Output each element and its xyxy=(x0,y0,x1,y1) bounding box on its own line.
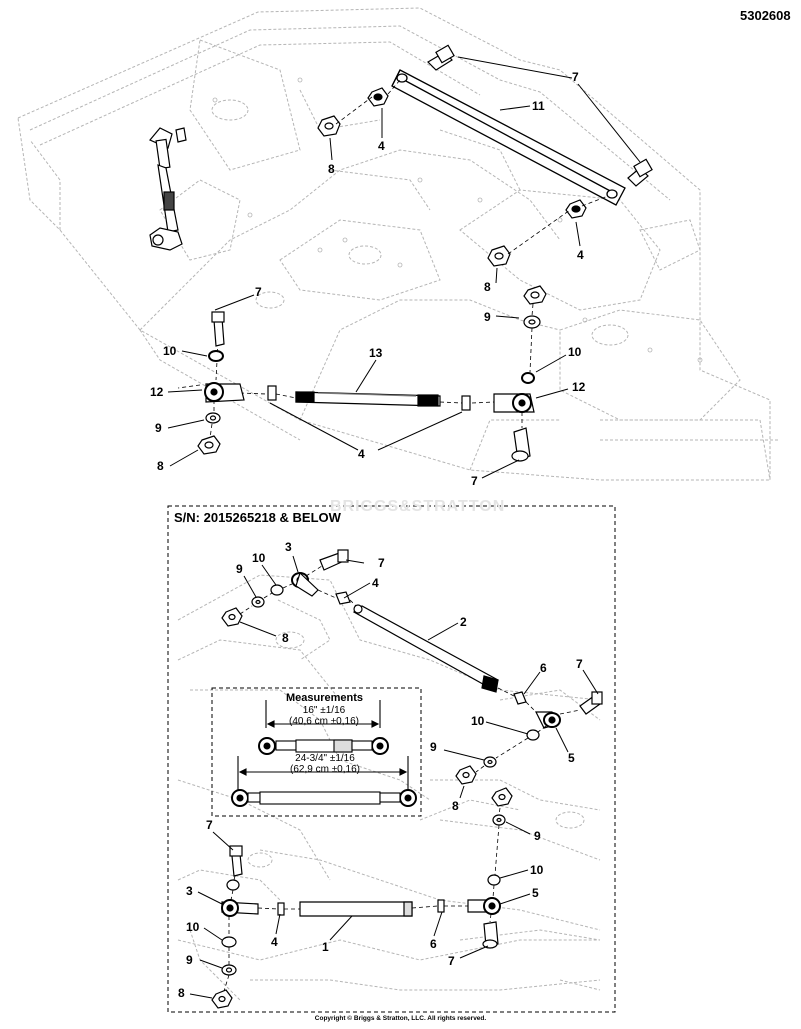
bolts-part-7-top xyxy=(427,44,653,187)
callout-8: 8 xyxy=(484,280,491,294)
measurement-long-metric: (62,9 cm ±0,16) xyxy=(290,764,360,775)
callout-2: 2 xyxy=(460,615,467,629)
callout-5: 5 xyxy=(568,751,575,765)
callout-10: 10 xyxy=(252,551,266,565)
assembly-lines-bottom-upper xyxy=(239,565,581,773)
callout-4: 4 xyxy=(378,139,385,153)
callout-4: 4 xyxy=(577,248,584,262)
measurements-frame xyxy=(211,687,422,817)
callout-7: 7 xyxy=(255,285,262,299)
callout-3: 3 xyxy=(285,540,292,554)
callout-7: 7 xyxy=(471,474,478,488)
deck-background-top xyxy=(17,7,780,481)
arm-part-11 xyxy=(391,69,626,206)
assembly-lines-bottom-lower xyxy=(223,807,501,992)
bottom-lower-assembly xyxy=(211,787,513,1009)
watermark-text: BRIGGS&STRATTON xyxy=(330,498,506,515)
callout-7: 7 xyxy=(572,70,579,84)
callout-4: 4 xyxy=(372,576,379,590)
callout-7: 7 xyxy=(576,657,583,671)
callout-9: 9 xyxy=(430,740,437,754)
deck-background-bottom xyxy=(177,574,601,1001)
callout-4: 4 xyxy=(271,935,278,949)
callout-12: 12 xyxy=(150,385,164,399)
callout-9: 9 xyxy=(534,829,541,843)
upper-left-linkage xyxy=(149,127,187,251)
rod-part-13 xyxy=(295,391,441,407)
callout-8: 8 xyxy=(178,986,185,1000)
measurement-rod-short xyxy=(258,700,389,755)
leader-lines-top xyxy=(167,56,641,479)
measurement-long: 24-3/4" ±1/16 (62,9 cm ±0,16) xyxy=(270,753,380,775)
callout-10: 10 xyxy=(568,345,582,359)
right-rod-end-top xyxy=(461,393,535,462)
left-rod-end-top xyxy=(197,311,277,455)
measurement-short: 16" ±1/16 (40,6 cm ±0,16) xyxy=(276,705,372,727)
callout-8: 8 xyxy=(328,162,335,176)
callout-10: 10 xyxy=(471,714,485,728)
callout-9: 9 xyxy=(484,310,491,324)
callout-10: 10 xyxy=(186,920,200,934)
callout-8: 8 xyxy=(157,459,164,473)
callout-12: 12 xyxy=(572,380,586,394)
measurements-title: Measurements xyxy=(286,692,364,704)
callout-8: 8 xyxy=(452,799,459,813)
callout-7: 7 xyxy=(448,954,455,968)
measurement-long-imperial: 24-3/4" ±1/16 xyxy=(295,753,355,764)
document-number: 5302608 xyxy=(740,8,791,23)
callout-9: 9 xyxy=(155,421,162,435)
callout-6: 6 xyxy=(540,661,547,675)
serial-range-label: S/N: 2015265218 & BELOW xyxy=(174,510,341,525)
callout-1: 1 xyxy=(322,940,329,954)
callout-8: 8 xyxy=(282,631,289,645)
callout-7: 7 xyxy=(206,818,213,832)
serial-frame xyxy=(167,505,616,1013)
callout-9: 9 xyxy=(236,562,243,576)
assembly-lines-top xyxy=(177,79,609,439)
callout-10: 10 xyxy=(163,344,177,358)
measurement-short-metric: (40,6 cm ±0,16) xyxy=(289,716,359,727)
leader-lines-bottom xyxy=(189,555,599,999)
callout-10: 10 xyxy=(530,863,544,877)
nuts-top xyxy=(317,87,587,384)
callout-9: 9 xyxy=(186,953,193,967)
callout-4: 4 xyxy=(358,447,365,461)
callout-3: 3 xyxy=(186,884,193,898)
callout-11: 11 xyxy=(532,99,545,113)
deck-holes-top xyxy=(212,77,703,363)
callout-6: 6 xyxy=(430,937,437,951)
callout-7: 7 xyxy=(378,556,385,570)
measurement-short-imperial: 16" ±1/16 xyxy=(302,705,346,716)
copyright-notice: Copyright © Briggs & Stratton, LLC. All … xyxy=(314,1015,487,1022)
callout-5: 5 xyxy=(532,886,539,900)
bottom-upper-assembly xyxy=(221,549,603,785)
measurement-rod-long xyxy=(231,756,417,807)
callout-13: 13 xyxy=(369,346,383,360)
